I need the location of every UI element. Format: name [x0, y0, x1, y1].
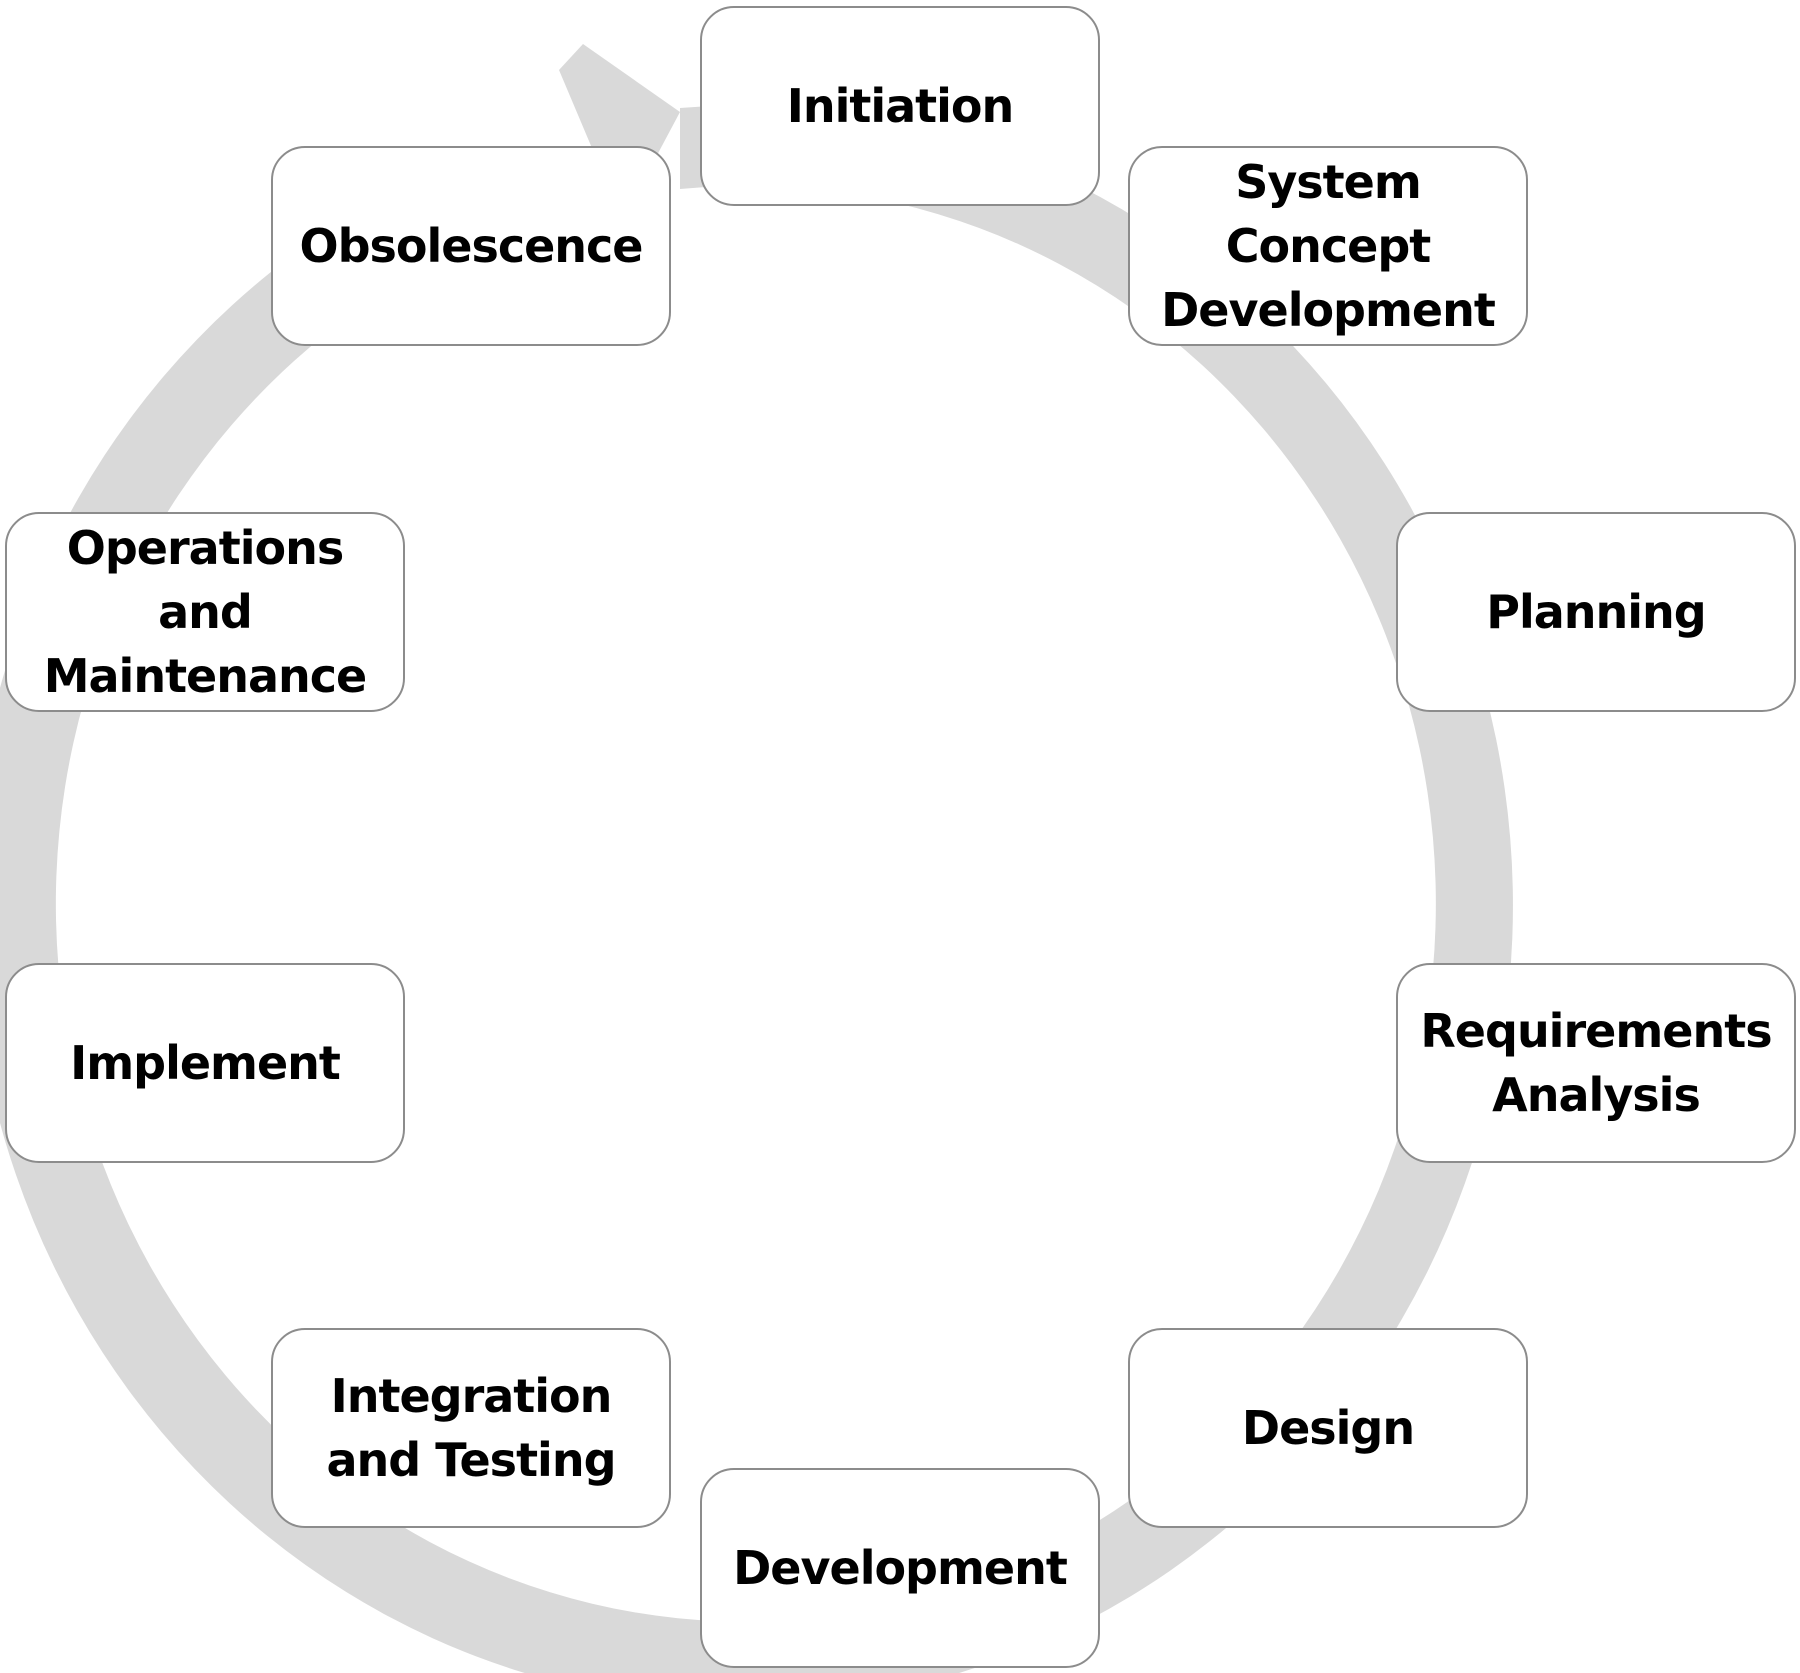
stage-label: Integration and Testing — [326, 1369, 616, 1487]
stage-box-implement: Implement — [5, 963, 405, 1163]
cycle-arrowhead-icon — [559, 44, 680, 219]
stage-label: System Concept Development — [1161, 155, 1496, 337]
stage-label: Design — [1241, 1401, 1415, 1455]
stage-box-obsolescence: Obsolescence — [271, 146, 671, 346]
stage-label: Initiation — [786, 79, 1015, 133]
stage-label: Obsolescence — [299, 219, 643, 273]
stage-box-operations-and-maintenance: Operations and Maintenance — [5, 512, 405, 712]
stage-label: Implement — [70, 1036, 341, 1090]
stage-box-integration-and-testing: Integration and Testing — [271, 1328, 671, 1528]
stage-box-design: Design — [1128, 1328, 1528, 1528]
stage-box-planning: Planning — [1396, 512, 1796, 712]
stage-label: Requirements Analysis — [1420, 1004, 1772, 1122]
stage-label: Operations and Maintenance — [43, 521, 368, 703]
stage-label: Development — [733, 1541, 1068, 1595]
stage-box-initiation: Initiation — [700, 6, 1100, 206]
stage-box-system-concept-development: System Concept Development — [1128, 146, 1528, 346]
stage-label: Planning — [1486, 585, 1706, 639]
stage-box-development: Development — [700, 1468, 1100, 1668]
stage-box-requirements-analysis: Requirements Analysis — [1396, 963, 1796, 1163]
